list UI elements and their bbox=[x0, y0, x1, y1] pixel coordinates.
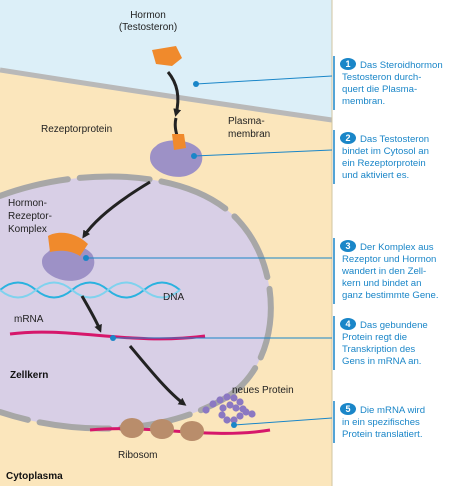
protein-bead bbox=[242, 408, 250, 416]
bound-hormone bbox=[172, 134, 186, 150]
protein-bead bbox=[209, 400, 217, 408]
step-text-line: quert die Plasma- bbox=[342, 84, 417, 95]
step-text-line: Rezeptor und Hormon bbox=[342, 254, 436, 265]
hormone-molecule bbox=[152, 46, 182, 66]
protein-bead bbox=[226, 401, 234, 409]
protein-bead bbox=[236, 398, 244, 406]
step-text-line: Die mRNA wird bbox=[360, 405, 425, 416]
arrow-to-nucleus bbox=[82, 180, 151, 239]
arrow-hormone-entry bbox=[166, 71, 182, 117]
step-text-line: ganz bestimmte Gene. bbox=[342, 290, 439, 301]
label-complex-1: Hormon- bbox=[8, 198, 47, 209]
label-complex-3: Komplex bbox=[8, 224, 47, 235]
new-protein-chain bbox=[202, 393, 256, 424]
protein-bead bbox=[230, 416, 238, 424]
step-number-badge bbox=[340, 403, 356, 415]
step-text-line: Testosteron durch- bbox=[342, 72, 421, 83]
label-hormone: Hormon bbox=[130, 10, 166, 21]
step-text-line: Protein translatiert. bbox=[342, 429, 423, 440]
step-text-line: bindet im Cytosol an bbox=[342, 146, 429, 157]
step-number: 4 bbox=[345, 319, 350, 329]
step-number: 2 bbox=[345, 133, 350, 143]
dna-strand-b bbox=[0, 281, 181, 299]
leader-lines bbox=[86, 75, 333, 426]
step-text-line: Das gebundene bbox=[360, 320, 428, 331]
label-cytoplasm: Cytoplasma bbox=[6, 471, 63, 482]
step-number-badge bbox=[340, 58, 356, 70]
process-arrows bbox=[80, 71, 187, 406]
step-text-line: Der Komplex aus bbox=[360, 242, 434, 253]
plasma-membrane bbox=[0, 67, 333, 123]
step-text-line: kern und bindet an bbox=[342, 278, 421, 289]
protein-bead bbox=[232, 404, 240, 412]
protein-bead bbox=[248, 410, 256, 418]
label-plasma-membrane: Plasma- bbox=[228, 116, 265, 127]
label-receptor-protein: Rezeptorprotein bbox=[41, 124, 112, 135]
label-new-protein: neues Protein bbox=[232, 385, 294, 396]
label-ribosome: Ribosom bbox=[118, 450, 157, 461]
step-text-line: Das Steroidhormon bbox=[360, 60, 443, 71]
label-mrna: mRNA bbox=[14, 314, 44, 325]
label-plasma-membrane-2: membran bbox=[228, 129, 270, 140]
step-number-badge bbox=[340, 318, 356, 330]
protein-bead bbox=[223, 393, 231, 401]
label-complex-2: Rezeptor- bbox=[8, 211, 52, 222]
receptor-protein bbox=[150, 134, 203, 177]
label-hormone-name: (Testosteron) bbox=[119, 22, 177, 33]
step-number-badge bbox=[340, 132, 356, 144]
step-text-line: Das Testosteron bbox=[360, 134, 429, 145]
arrow-to-ribosome bbox=[128, 345, 187, 406]
step-text-line: in ein spezifisches bbox=[342, 417, 420, 428]
step-text-line: Gens in mRNA an. bbox=[342, 356, 421, 367]
protein-bead bbox=[216, 396, 224, 404]
step-text-line: Transkription des bbox=[342, 344, 415, 355]
protein-bead bbox=[230, 394, 238, 402]
dna-helix bbox=[0, 281, 181, 299]
label-nucleus: Zellkern bbox=[10, 370, 48, 381]
hormone-receptor-complex bbox=[42, 232, 95, 281]
protein-bead bbox=[219, 404, 227, 412]
arrow-to-mrna bbox=[80, 295, 102, 333]
step-number: 1 bbox=[345, 59, 350, 69]
step-text-line: und aktiviert es. bbox=[342, 170, 409, 181]
ribosomes bbox=[120, 418, 204, 441]
step-number: 3 bbox=[345, 241, 350, 251]
protein-bead bbox=[236, 412, 244, 420]
step-number: 5 bbox=[345, 404, 350, 414]
step-number-badge bbox=[340, 240, 356, 252]
step-text-line: ein Rezeptorprotein bbox=[342, 158, 426, 169]
ribosome bbox=[180, 421, 204, 441]
ribosome bbox=[120, 418, 144, 438]
protein-bead bbox=[223, 416, 231, 424]
dna-strand-a bbox=[0, 281, 181, 299]
ribosome bbox=[150, 419, 174, 439]
leader-dots bbox=[83, 81, 237, 428]
label-dna: DNA bbox=[163, 292, 184, 303]
protein-bead bbox=[218, 411, 226, 419]
mrna-translation-strand bbox=[89, 427, 271, 435]
step-text-line: Protein regt die bbox=[342, 332, 407, 343]
step-text-line: membran. bbox=[342, 96, 385, 107]
protein-bead bbox=[202, 406, 210, 414]
step-text-line: wandert in den Zell- bbox=[341, 266, 426, 277]
complex-hormone bbox=[48, 232, 88, 256]
